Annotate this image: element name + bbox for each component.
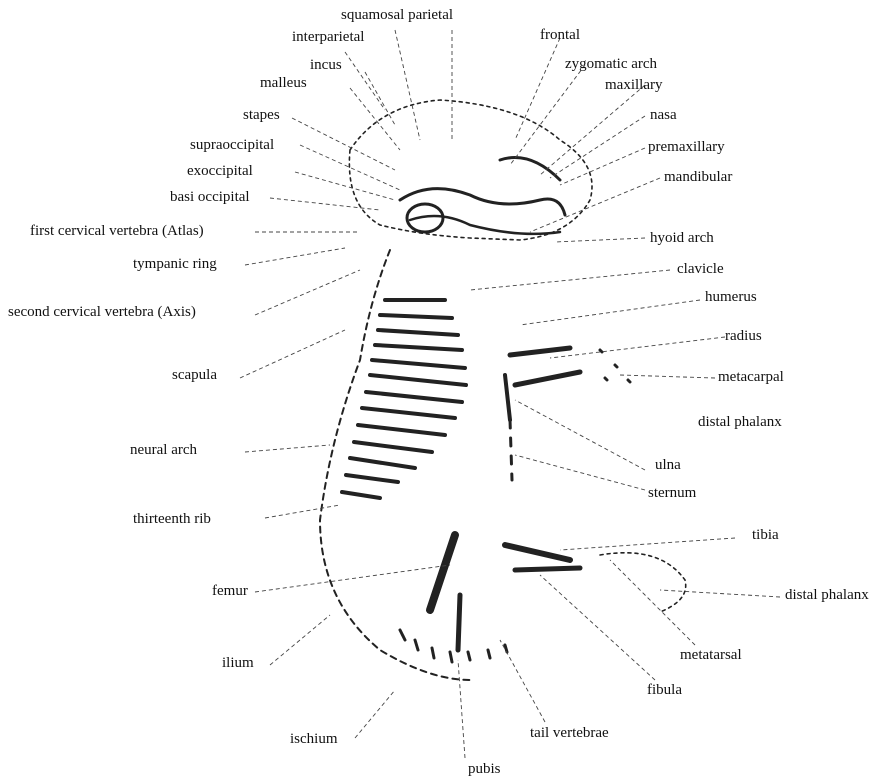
- label-first-cervical-vertebra: first cervical vertebra (Atlas): [30, 224, 204, 239]
- label-fibula: fibula: [647, 683, 682, 698]
- label-premaxillary: premaxillary: [648, 140, 725, 155]
- label-sternum: sternum: [648, 486, 696, 501]
- label-hyoid-arch: hyoid arch: [650, 231, 714, 246]
- label-incus: incus: [310, 58, 342, 73]
- label-distal-phalanx-hind: distal phalanx: [785, 588, 869, 603]
- label-metacarpal: metacarpal: [718, 370, 784, 385]
- label-supraoccipital: supraoccipital: [190, 138, 274, 153]
- label-interparietal: interparietal: [292, 30, 364, 45]
- label-thirteenth-rib: thirteenth rib: [133, 512, 211, 527]
- label-second-cervical-vertebra: second cervical vertebra (Axis): [8, 305, 196, 320]
- label-squamosal-parietal: squamosal parietal: [341, 8, 453, 23]
- label-stapes: stapes: [243, 108, 280, 123]
- label-zygomatic-arch: zygomatic arch: [565, 57, 657, 72]
- label-basi-occipital: basi occipital: [170, 190, 250, 205]
- label-exoccipital: exoccipital: [187, 164, 253, 179]
- label-mandibular: mandibular: [664, 170, 732, 185]
- label-malleus: malleus: [260, 76, 307, 91]
- label-ulna: ulna: [655, 458, 681, 473]
- label-humerus: humerus: [705, 290, 757, 305]
- label-radius: radius: [725, 329, 762, 344]
- label-femur: femur: [212, 584, 248, 599]
- label-maxillary: maxillary: [605, 78, 662, 93]
- label-tympanic-ring: tympanic ring: [133, 257, 217, 272]
- label-frontal: frontal: [540, 28, 580, 43]
- label-ischium: ischium: [290, 732, 338, 747]
- label-distal-phalanx-fore: distal phalanx: [698, 415, 782, 430]
- label-tibia: tibia: [752, 528, 779, 543]
- label-pubis: pubis: [468, 762, 501, 777]
- label-clavicle: clavicle: [677, 262, 724, 277]
- label-nasa: nasa: [650, 108, 677, 123]
- label-ilium: ilium: [222, 656, 254, 671]
- label-scapula: scapula: [172, 368, 217, 383]
- label-metatarsal: metatarsal: [680, 648, 742, 663]
- label-neural-arch: neural arch: [130, 443, 197, 458]
- label-tail-vertebrae: tail vertebrae: [530, 726, 609, 741]
